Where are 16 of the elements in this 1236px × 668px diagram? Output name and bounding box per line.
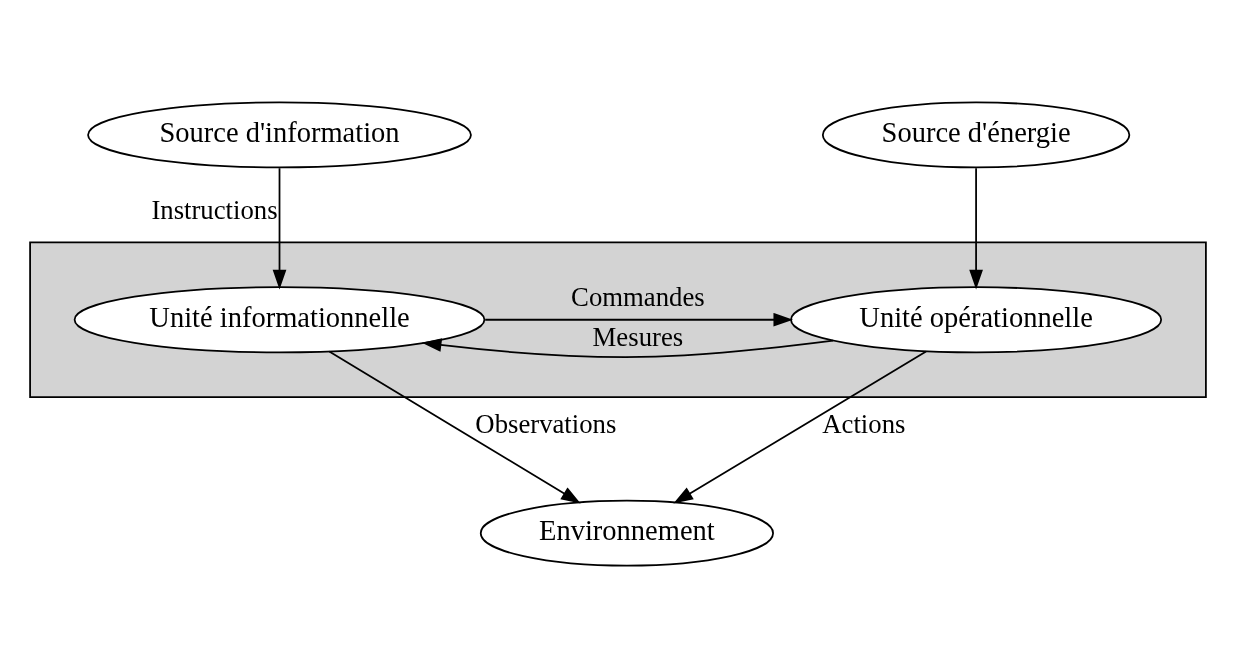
arrow (272, 167, 287, 290)
edge-label: Commandes (571, 281, 705, 312)
edge-label: Actions (822, 408, 906, 439)
node-ellipse: Source d'information (87, 101, 472, 169)
edge-label: Instructions (151, 194, 278, 225)
cluster (29, 241, 1207, 398)
arrow (421, 338, 835, 358)
arrow (328, 350, 581, 504)
arrow (484, 312, 794, 327)
node-ellipse: Source d'énergie (821, 101, 1131, 169)
edge-label: Observations (475, 408, 617, 439)
node-ellipse: Environnement (479, 499, 774, 567)
arrow (969, 167, 983, 290)
node-ellipse: Unité opérationnelle (790, 286, 1163, 354)
edge-label: Mesures (592, 322, 684, 353)
arrow (673, 350, 927, 504)
